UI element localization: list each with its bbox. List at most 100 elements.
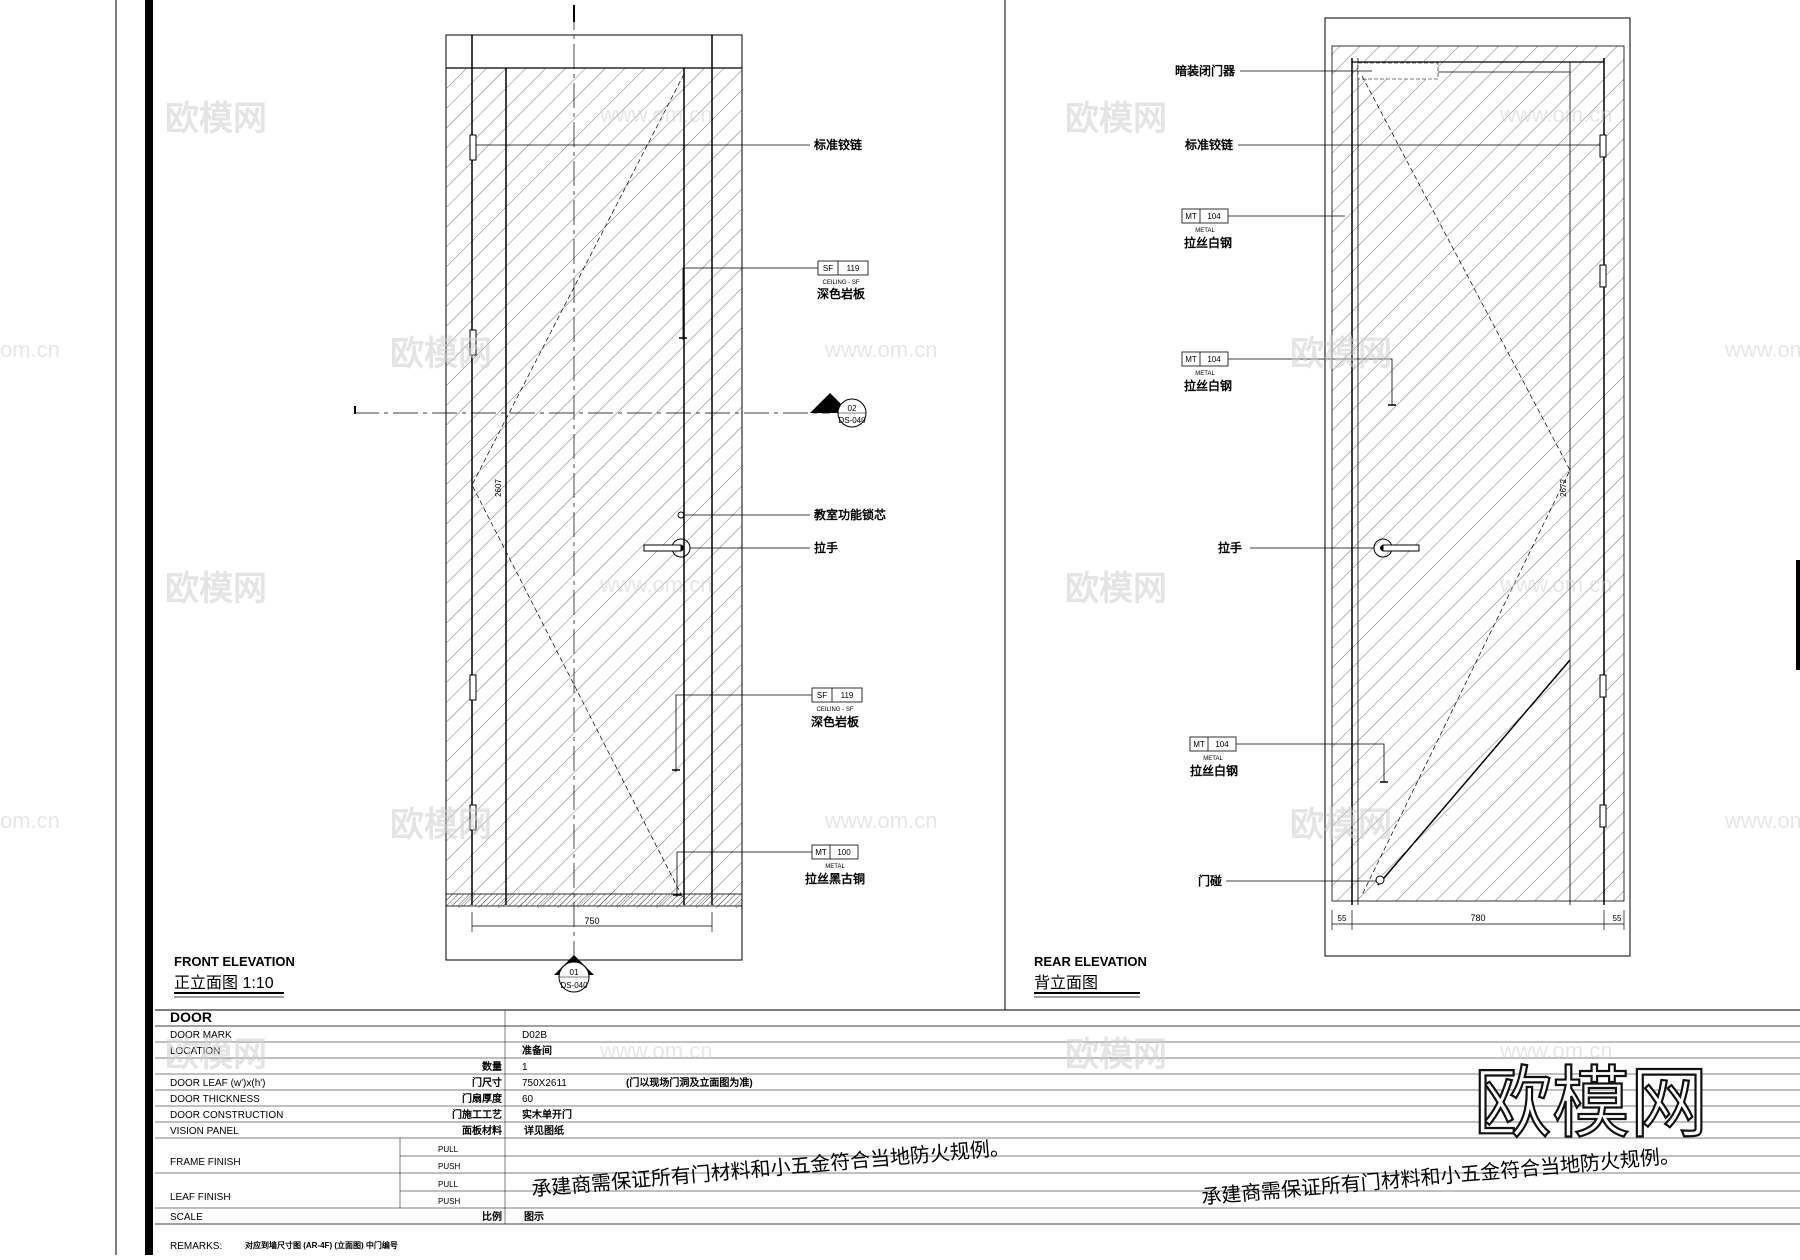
row-scale-cn: 比例 (482, 1210, 502, 1223)
remarks-label: REMARKS: (170, 1241, 222, 1252)
front-mt-num: 100 (837, 848, 851, 857)
front-height-dim: 2607 (494, 479, 503, 497)
rear-outer-frame (1324, 17, 1631, 957)
rear-elevation: 2672 55 780 55 暗装闭门器 标准铰链 MT 104 METAL 拉… (1034, 17, 1631, 998)
rear-mt2-label: 拉丝白钢 (1184, 378, 1232, 393)
row-construction-cn: 门施工工艺 (452, 1108, 502, 1121)
front-sf1-label: 深色岩板 (817, 286, 866, 301)
front-callout-lock: 教室功能锁芯 (813, 507, 886, 522)
rear-mt3-num: 104 (1215, 740, 1229, 749)
watermark-brand: 欧模网 (390, 806, 492, 844)
rear-height-dim: 2672 (1559, 479, 1568, 497)
front-swing-lines (471, 73, 685, 901)
row-scale-en: SCALE (170, 1212, 203, 1223)
rear-hinge-2 (1599, 264, 1607, 288)
front-title-cn: 正立面图 1:10 (174, 974, 274, 992)
section-marker-02-top: 02 (848, 404, 857, 413)
watermark-url: www.om.cn (599, 572, 712, 597)
row-location-en: LOCATION (170, 1046, 220, 1057)
rear-title-cn: 背立面图 (1034, 974, 1098, 992)
watermark-url: www.om.cn (824, 808, 937, 833)
rear-mt1-code: MT (1185, 212, 1197, 221)
rear-width-dim: 780 (1470, 913, 1485, 923)
rear-hinge-1 (1599, 134, 1607, 158)
watermark-url: www.om.cn (1499, 1038, 1612, 1063)
section-marker-01-bottom: DS-040 (560, 981, 588, 990)
rear-callout-closer: 暗装闭门器 (1175, 63, 1236, 78)
row-door-leaf-cn: 门尺寸 (472, 1076, 502, 1089)
front-title-en: FRONT ELEVATION (174, 954, 295, 969)
watermark-url: www.om.cn (1724, 337, 1800, 362)
row-door-mark-en: DOOR MARK (170, 1030, 232, 1041)
sheet-right-edge-mark (1796, 560, 1800, 670)
front-hinge-1 (469, 134, 477, 161)
watermark-brand: 欧模网 (165, 570, 267, 608)
row-door-mark-value: D02B (522, 1030, 547, 1041)
watermark-url: www.om.cn (1724, 808, 1800, 833)
rear-mt1-sub: METAL (1195, 228, 1215, 234)
front-sf2-code: SF (817, 691, 827, 700)
notice-right: 承建商需保证所有门材料和小五金符合当地防火规例。 (1200, 1144, 1680, 1209)
front-hinge-4 (469, 804, 477, 831)
section-marker-01: 01 DS-040 (554, 955, 594, 993)
rear-mt1-num: 104 (1207, 212, 1221, 221)
rear-callout-handle: 拉手 (1218, 540, 1242, 555)
rear-dim-left: 55 (1338, 914, 1347, 923)
row-door-leaf-note: (门以现场门洞及立面图为准) (626, 1076, 753, 1089)
watermark-url: www.om.cn (1499, 572, 1612, 597)
rear-handle-lever-icon (1382, 544, 1420, 552)
remarks-text: 对应到墙尺寸图 (AR-4F) (立面图) 中门编号 (245, 1240, 398, 1250)
section-marker-02: 02 DS-040 (810, 393, 867, 428)
watermark-brand: 欧模网 (1065, 1036, 1167, 1074)
row-thickness-en: DOOR THICKNESS (170, 1094, 260, 1105)
row-frame-en: FRAME FINISH (170, 1157, 241, 1168)
rear-callout-hinge: 标准铰链 (1184, 137, 1234, 152)
watermark-brand: 欧模网 (165, 100, 267, 138)
watermark-url: www.om.cn (1499, 102, 1612, 127)
watermarks: 欧模网 www.om.cn 欧模网 www.om.cn om.cn 欧模网 ww… (0, 100, 1800, 1148)
rear-mt3-sub: METAL (1203, 756, 1223, 762)
row-construction-en: DOOR CONSTRUCTION (170, 1110, 283, 1121)
rear-mt1-label: 拉丝白钢 (1184, 235, 1232, 250)
table-header: DOOR (170, 1009, 212, 1025)
watermark-url: www.om.cn (824, 337, 937, 362)
watermark-brand: 欧模网 (1065, 100, 1167, 138)
watermark-url: om.cn (0, 808, 60, 833)
row-scale-value: 图示 (524, 1211, 544, 1223)
row-vision-cn: 面板材料 (462, 1124, 502, 1137)
rear-hinge-4 (1599, 804, 1607, 828)
rear-dim-right: 55 (1613, 914, 1622, 923)
front-width-dim: 750 (584, 916, 599, 926)
front-handle-lever-icon (643, 544, 682, 552)
row-door-leaf-en: DOOR LEAF (w')x(h') (170, 1078, 266, 1089)
front-sf2-sub: CEILING - SF (816, 707, 853, 713)
notice-left: 承建商需保证所有门材料和小五金符合当地防火规例。 (530, 1136, 1010, 1201)
row-frame-pull: PULL (438, 1145, 459, 1154)
front-sf2-num: 119 (841, 691, 854, 700)
row-quantity-cn: 数量 (482, 1060, 502, 1073)
rear-swing-lines (1361, 75, 1571, 896)
row-vision-value: 详见图纸 (524, 1124, 564, 1137)
row-thickness-value: 60 (522, 1094, 534, 1105)
watermark-brand: 欧模网 (390, 335, 492, 373)
row-leaf-en: LEAF FINISH (170, 1192, 231, 1203)
row-construction-value: 实木单开门 (522, 1108, 572, 1121)
watermark-brand: 欧模网 (1290, 335, 1392, 373)
front-sf2-label: 深色岩板 (811, 714, 860, 729)
watermark-url: om.cn (0, 337, 60, 362)
rear-mt2-sub: METAL (1195, 371, 1215, 377)
rear-mt2-code: MT (1185, 355, 1197, 364)
row-leaf-push: PUSH (438, 1197, 460, 1206)
watermark-brand: 欧模网 (1065, 570, 1167, 608)
front-frame-top-hatch (446, 68, 742, 908)
front-hinge-3 (469, 674, 477, 701)
rear-mt3-code: MT (1193, 740, 1205, 749)
sheet-left-thick-border (145, 0, 153, 1255)
front-mt-code: MT (815, 848, 827, 857)
front-threshold (445, 893, 743, 907)
row-frame-push: PUSH (438, 1162, 460, 1171)
watermark-big-brand: 欧模网 (1474, 1059, 1708, 1147)
row-vision-en: VISION PANEL (170, 1126, 239, 1137)
row-location-value: 准备间 (522, 1044, 552, 1057)
rear-hinge-3 (1599, 674, 1607, 698)
